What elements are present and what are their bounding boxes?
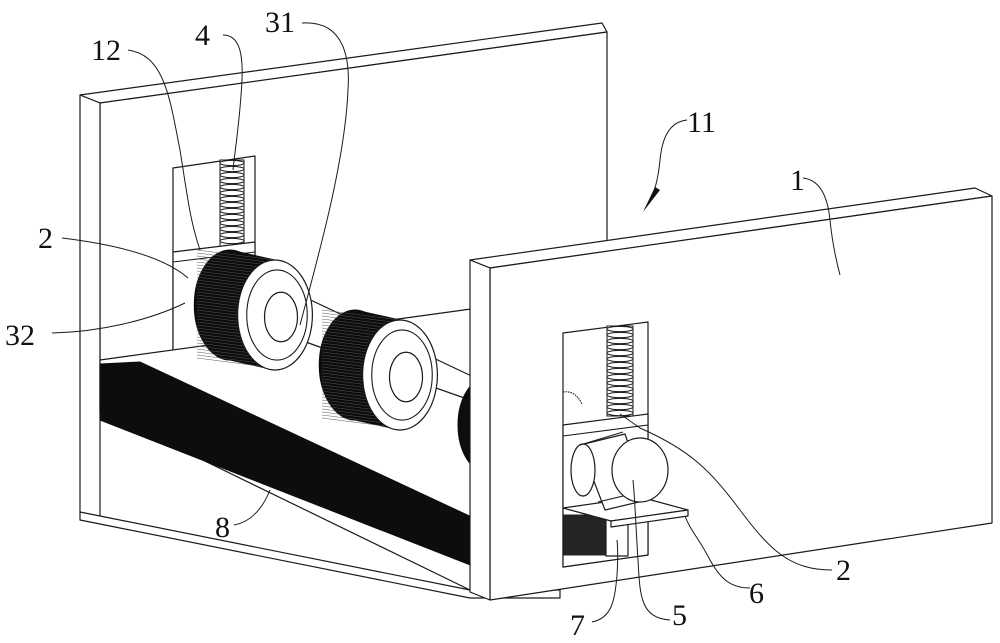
screw-thread	[219, 219, 245, 227]
motor	[570, 431, 669, 511]
label-2-left: 2	[38, 222, 53, 255]
screw-thread	[606, 403, 634, 411]
label-7: 7	[570, 609, 585, 642]
label-5: 5	[672, 599, 687, 632]
screw-thread	[219, 201, 245, 209]
leader-lines	[51, 22, 841, 623]
screw-thread	[606, 409, 634, 417]
screw-thread	[606, 355, 634, 363]
front-slot	[562, 321, 689, 568]
screw-thread	[219, 165, 245, 173]
screw-thread	[219, 177, 245, 185]
screw-thread	[606, 331, 634, 339]
label-31: 31	[265, 6, 295, 39]
screw-thread	[606, 391, 634, 399]
lead-screw-back	[219, 159, 245, 247]
screw-thread	[606, 379, 634, 387]
screw-thread	[606, 337, 634, 345]
front-side-plate	[469, 187, 993, 601]
knurled-roller	[193, 249, 314, 371]
screw-thread	[219, 183, 245, 191]
screw-thread	[219, 189, 245, 197]
screw-thread	[219, 225, 245, 233]
label-6: 6	[749, 577, 764, 610]
label-4: 4	[195, 19, 210, 52]
label-1: 1	[790, 164, 805, 197]
screw-thread	[219, 195, 245, 203]
screw-thread	[606, 325, 634, 333]
screw-thread	[606, 343, 634, 351]
roller-hub	[246, 269, 308, 361]
label-2-right: 2	[836, 554, 851, 587]
lead-screw-front	[606, 325, 634, 417]
gearbox-dark	[563, 514, 610, 556]
screw-thread	[219, 213, 245, 221]
label-11: 11	[687, 106, 716, 139]
label-8: 8	[215, 511, 230, 544]
label-32: 32	[5, 319, 35, 352]
label-12: 12	[91, 34, 121, 67]
screw-thread	[606, 397, 634, 405]
roller-hub	[371, 329, 433, 421]
arrow-11-head	[643, 187, 660, 212]
screw-thread	[606, 385, 634, 393]
screw-thread	[606, 373, 634, 381]
knurled-roller	[318, 309, 439, 431]
roller-bore	[263, 291, 299, 343]
screw-thread	[606, 367, 634, 375]
screw-thread	[219, 237, 245, 245]
screw-thread	[606, 361, 634, 369]
reference-labels: 12 4 31 11 1 2 32 8 2 6 5 7	[5, 6, 851, 642]
screw-thread	[219, 159, 245, 167]
screw-thread	[219, 231, 245, 239]
roller-bore	[388, 351, 424, 403]
screw-thread	[219, 171, 245, 179]
screw-thread	[219, 207, 245, 215]
screw-thread	[606, 349, 634, 357]
